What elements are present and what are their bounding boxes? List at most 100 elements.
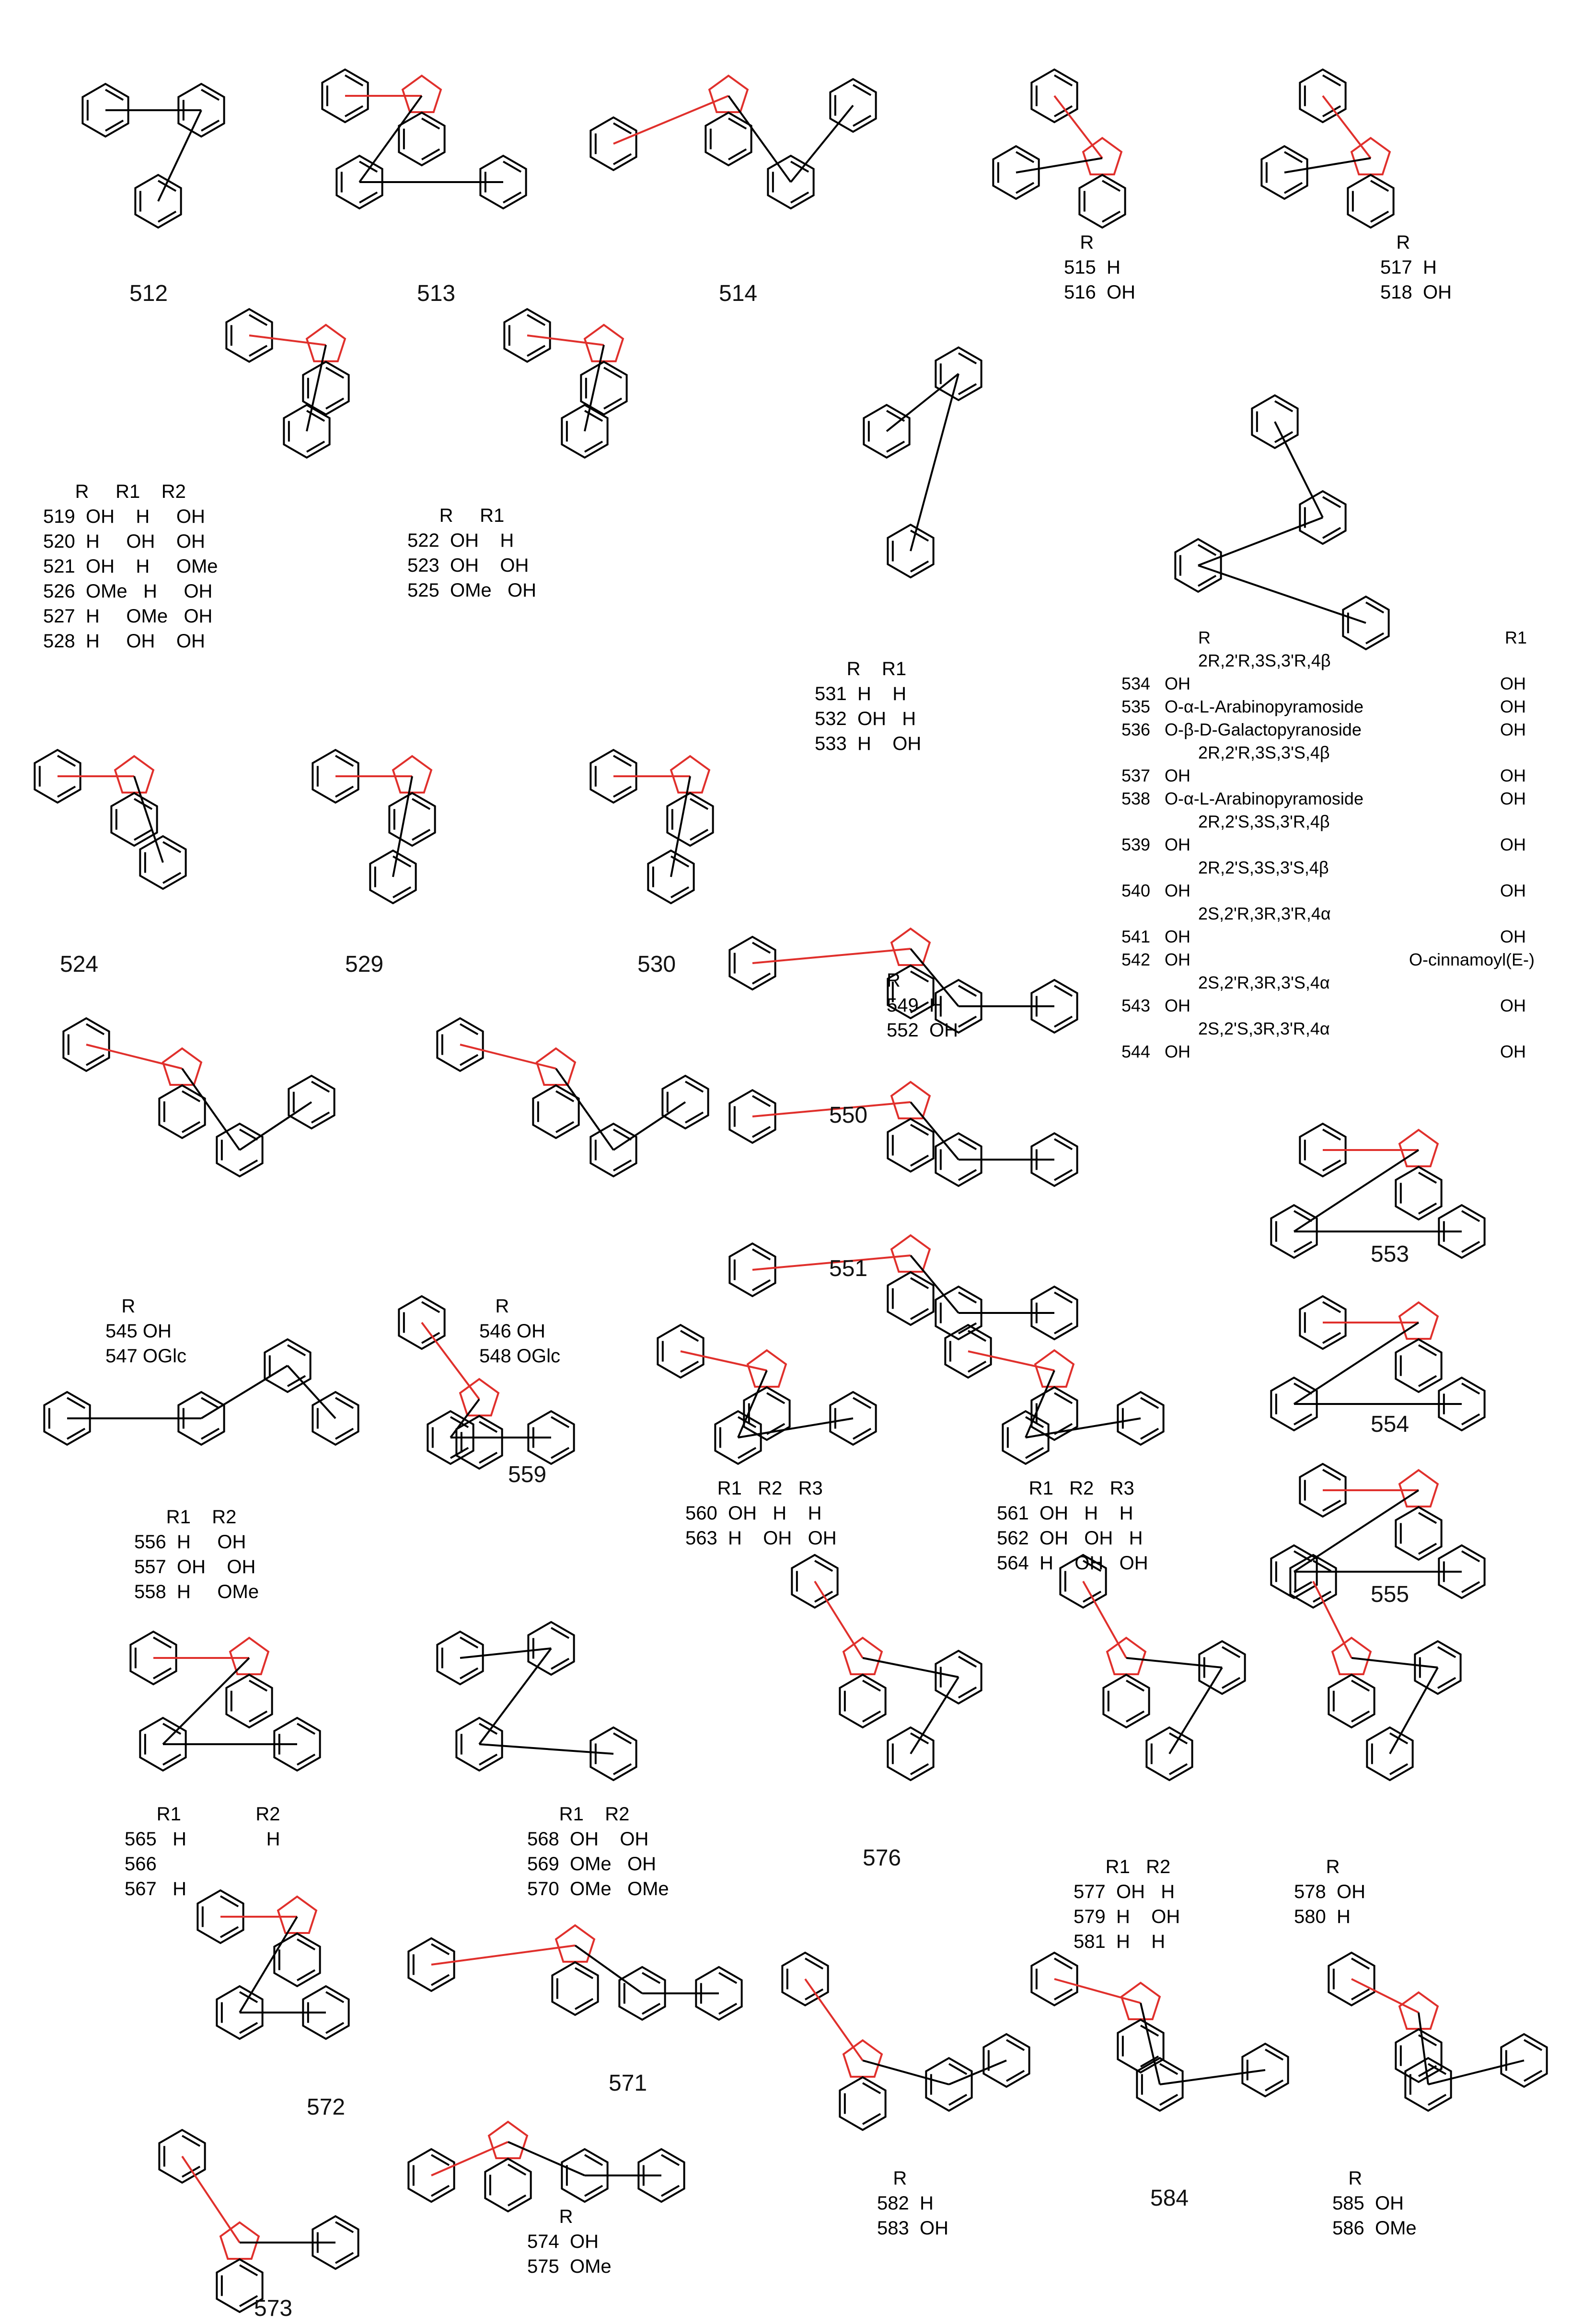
double-bond [1322,1499,1341,1512]
mol-555-ring [1270,1544,1318,1599]
double-bond [613,153,632,165]
mol-522-ring [503,308,551,363]
compound-label-514: 514 [719,281,758,306]
mol-522-link [584,345,605,432]
double-bond [311,1081,330,1093]
mol-545-ring [288,1074,335,1130]
mol-545-furan [162,1047,203,1086]
double-bond [306,410,325,422]
double-bond [575,1998,594,2010]
mol-574-ring [561,2148,609,2203]
mol-524-ring [110,792,158,847]
double-bond [910,1763,929,1775]
mol-513-ring [398,111,446,167]
double-bond [752,972,771,985]
double-bond [86,1054,105,1066]
double-bond [460,1023,479,1035]
mol-534-link [1198,564,1366,624]
mol-582-ring [982,2033,1030,2088]
mol-519-link [306,345,327,432]
double-bond [1284,151,1303,163]
double-bond [1365,601,1385,614]
double-bond [460,1636,479,1649]
double-bond [1418,1172,1437,1184]
mol-584-furan [1120,1981,1161,2020]
double-bond [1197,575,1217,587]
mol-555-link [1293,1489,1420,1573]
mol-556-ring [43,1391,91,1446]
mol-513-ring [479,154,527,210]
double-bond [1284,182,1303,194]
mol-572-ring [216,1985,264,2040]
mol-560-ring [657,1323,705,1379]
double-bond [766,1392,786,1404]
mol-553-ring [1395,1165,1443,1221]
double-bond [1365,632,1385,644]
double-bond [1265,2079,1284,2092]
double-bond [1370,180,1389,192]
double-bond [910,1308,929,1320]
double-bond [1016,151,1035,163]
subst-table-568: R1 R2 568 OH OH 569 OMe OH 570 OMe OMe [527,1804,669,1899]
double-bond [1016,182,1035,194]
double-bond [685,1081,704,1093]
double-bond [1461,1382,1480,1395]
double-bond [57,785,76,798]
mol-513-ring [321,68,369,124]
double-bond [67,1427,86,1440]
mol-573-link [181,2155,241,2243]
mol-582-link [862,2059,949,2085]
double-bond [201,1397,220,1409]
mol-554-ring [1299,1295,1347,1350]
row-r1: OH [1500,766,1526,785]
double-bond [306,440,325,453]
double-bond [1294,1581,1313,1593]
double-bond [297,1938,316,1951]
mol-529-ring [369,849,417,905]
mol-550-furan [890,1081,931,1119]
double-bond [689,798,709,810]
mol-560-link [680,1350,767,1371]
double-bond [1006,2039,1025,2051]
mol-574-ring [407,2148,455,2203]
mol-571-ring [551,1961,599,2016]
double-bond [201,119,220,132]
mol-545-link [181,1068,241,1151]
mol-561-link [1025,1370,1055,1438]
row-id: 538 [1121,789,1151,808]
double-bond [335,1397,354,1409]
mol-576-furan [842,1636,883,1675]
row-r1: OH [1500,881,1526,900]
double-bond [751,942,771,954]
double-bond [325,2022,345,2034]
mol-524-ring [34,748,81,804]
double-bond [182,2165,201,2178]
row-r: OH [1165,766,1190,785]
double-bond [612,785,632,798]
subst-table-556: R1 R2 556 H OH 557 OH OH 558 H OMe [134,1507,259,1602]
mol-553-link [1293,1149,1420,1232]
row-r: OH [1165,881,1190,900]
double-bond [814,1560,833,1572]
subst-table-574: R 574 OH 575 OMe [527,2206,612,2277]
mol-561-furan [1034,1349,1075,1388]
double-bond [335,785,354,798]
row-r: O-α-L-Arabinopyramoside [1165,697,1363,716]
mol-531-ring [863,403,911,459]
mol-514-ring [767,154,815,210]
double-bond [862,1680,881,1692]
double-bond [1126,1680,1145,1692]
double-bond [910,970,929,983]
mol-555-furan [1398,1469,1439,1507]
mol-534-ring [1342,595,1390,651]
mol-534-ring [1251,394,1299,449]
double-bond [852,115,872,127]
double-bond [297,1969,316,1981]
mol-585-ring [1395,2028,1443,2083]
mol-513-furan [401,74,442,113]
mol-546-ring [532,1084,580,1139]
double-bond [249,1710,268,1723]
double-bond [958,1322,977,1335]
mol-559-ring [527,1410,575,1465]
